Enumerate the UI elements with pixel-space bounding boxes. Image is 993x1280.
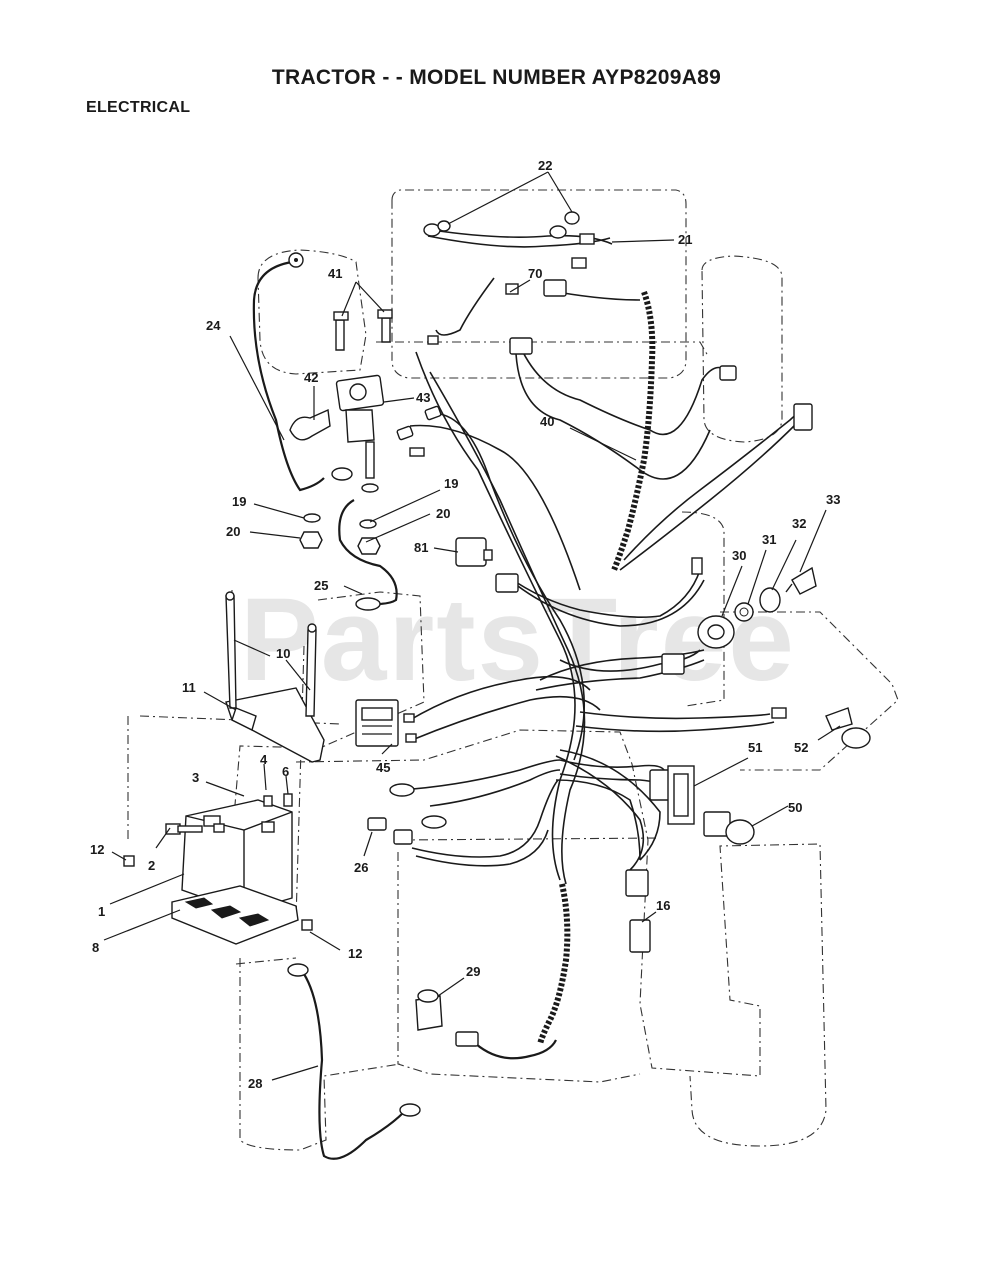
callout-16: 16	[656, 898, 670, 913]
callout-19-left: 19	[232, 494, 246, 509]
callout-42: 42	[304, 370, 318, 385]
callout-25: 25	[314, 578, 328, 593]
battery-cables	[252, 252, 421, 1160]
callout-30: 30	[732, 548, 746, 563]
callout-31: 31	[762, 532, 776, 547]
callout-26: 26	[354, 860, 368, 875]
callout-40: 40	[540, 414, 554, 429]
callout-6: 6	[282, 764, 289, 779]
callout-28: 28	[248, 1076, 262, 1091]
conduit-40	[611, 290, 656, 572]
callout-20-left: 20	[226, 524, 240, 539]
callout-12-left: 12	[90, 842, 104, 857]
callout-41: 41	[328, 266, 342, 281]
page-title: TRACTOR - - MODEL NUMBER AYP8209A89	[271, 66, 722, 89]
callout-8: 8	[92, 940, 99, 955]
relay-and-connectors	[367, 257, 813, 1047]
callout-1: 1	[98, 904, 105, 919]
section-title: ELECTRICAL	[86, 99, 191, 116]
callout-51: 51	[748, 740, 762, 755]
switch-group	[667, 707, 871, 845]
conduit-lower	[537, 883, 571, 1045]
callout-45: 45	[376, 760, 390, 775]
callout-24: 24	[206, 318, 221, 333]
callout-33: 33	[826, 492, 840, 507]
callout-52: 52	[794, 740, 808, 755]
callouts: 22 21 70 41 24 42 43 40 19 19 20 20 33 3…	[90, 158, 840, 1091]
callout-11: 11	[182, 680, 196, 695]
callout-4: 4	[260, 752, 268, 767]
callout-20-right: 20	[436, 506, 450, 521]
leader-lines	[103, 171, 841, 1081]
callout-43: 43	[416, 390, 430, 405]
solenoid-assembly	[289, 309, 442, 555]
callout-32: 32	[792, 516, 806, 531]
battery-group	[123, 591, 325, 945]
callout-22: 22	[538, 158, 552, 173]
callout-50: 50	[788, 800, 802, 815]
callout-3: 3	[192, 770, 199, 785]
wiring-harness	[399, 229, 807, 1060]
callout-10: 10	[276, 646, 290, 661]
callout-81: 81	[414, 540, 428, 555]
lamps	[423, 211, 595, 245]
callout-2: 2	[148, 858, 155, 873]
module-45	[355, 699, 417, 747]
callout-29: 29	[466, 964, 480, 979]
ignition-switch-group	[697, 566, 817, 649]
callout-21: 21	[678, 232, 692, 247]
callout-12-right: 12	[348, 946, 362, 961]
callout-70: 70	[528, 266, 542, 281]
callout-19-right: 19	[444, 476, 458, 491]
